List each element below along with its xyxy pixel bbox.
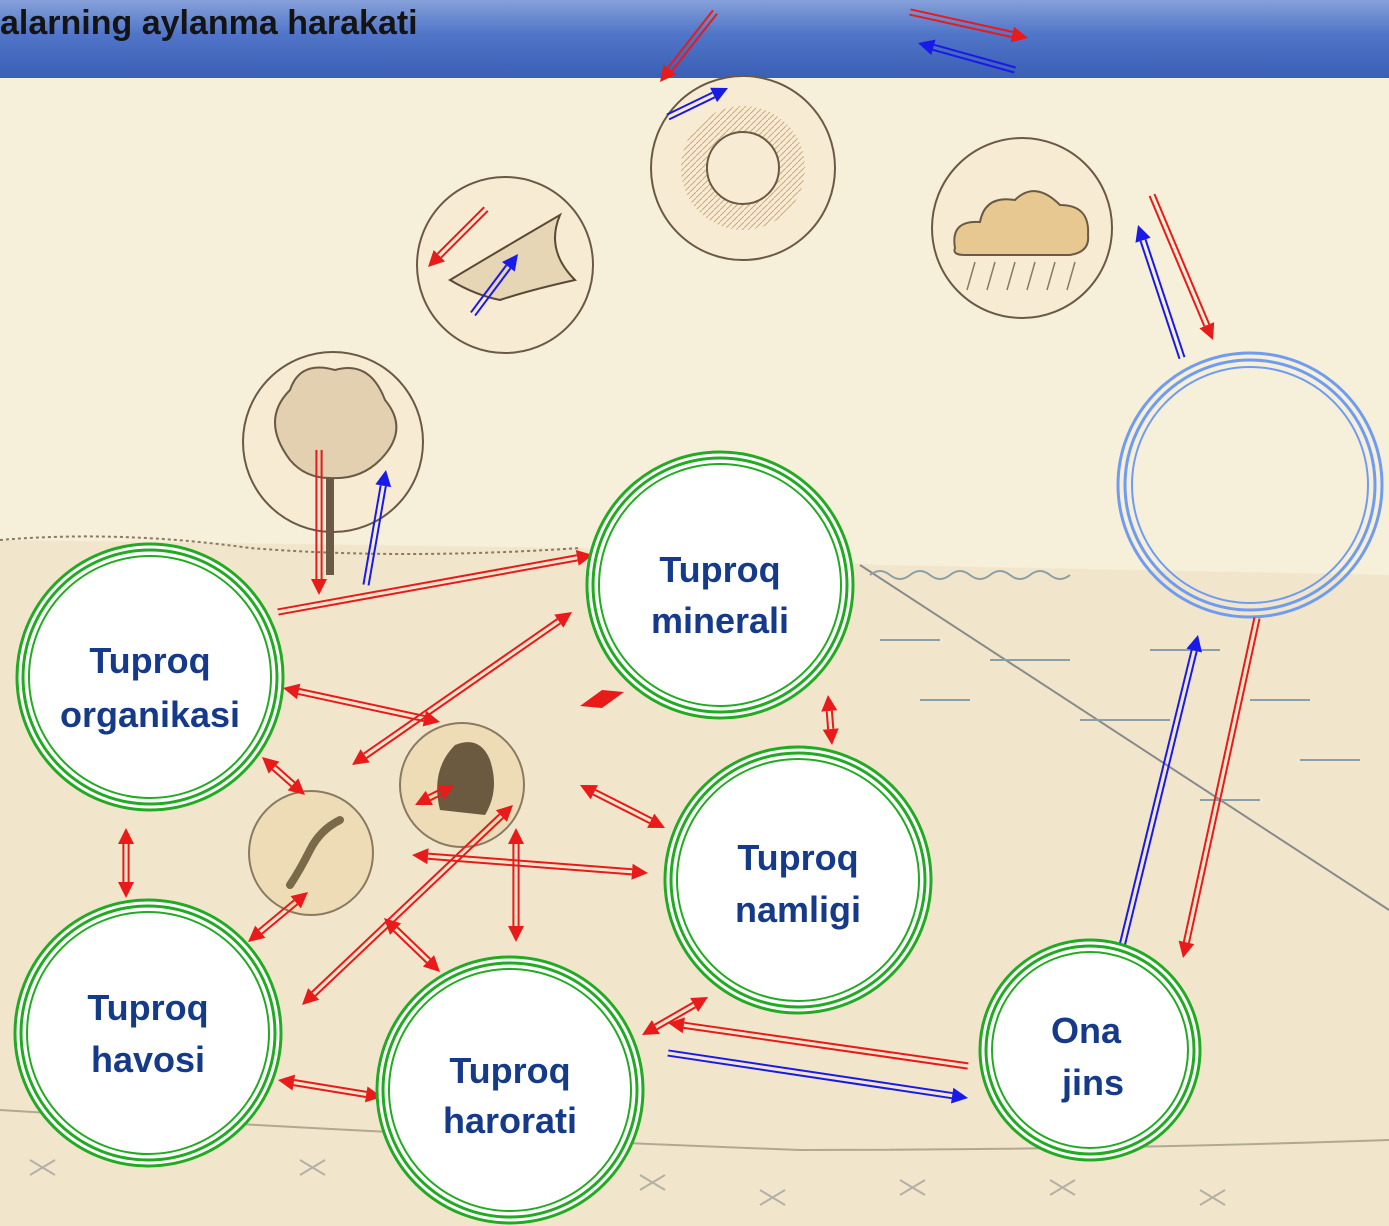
node-air-line1: Tuproq: [87, 987, 208, 1028]
arrow-blue: [933, 45, 1016, 73]
node-organic-line2: organikasi: [60, 694, 240, 735]
node-temperature-line1: Tuproq: [449, 1050, 570, 1091]
node-parent-rock: Ona jins: [980, 940, 1200, 1160]
arrow-head: [1135, 225, 1150, 243]
arrow-red: [668, 10, 717, 71]
node-mineral: Tuproq minerali: [587, 452, 853, 718]
node-mineral-line2: minerali: [651, 600, 789, 641]
node-parent-rock-line2: jins: [1061, 1062, 1124, 1103]
node-organic-line1: Tuproq: [89, 640, 210, 681]
node-moisture: Tuproq namligi: [665, 747, 931, 1013]
node-moisture-line1: Tuproq: [737, 837, 858, 878]
bird-icon: [417, 177, 593, 353]
mole-icon: [400, 723, 524, 847]
sun-icon: [651, 76, 835, 260]
node-parent-rock-line1: Ona: [1051, 1010, 1122, 1051]
arrow-red: [1150, 194, 1210, 326]
node-air-line2: havosi: [91, 1039, 205, 1080]
arrow-head: [918, 40, 936, 55]
arrow-blue: [1141, 239, 1185, 358]
node-temperature: Tuproq harorati: [377, 957, 643, 1223]
worm-icon: [249, 791, 373, 915]
node-organic: Tuproq organikasi: [17, 544, 283, 810]
rain-cloud-icon: [932, 138, 1112, 318]
node-moisture-line2: namligi: [735, 889, 861, 930]
arrow-head: [1199, 322, 1214, 340]
arrow-red: [909, 9, 1012, 37]
node-mineral-line1: Tuproq: [659, 549, 780, 590]
arrow-head: [1011, 27, 1028, 43]
node-air: Tuproq havosi: [15, 900, 281, 1166]
node-temperature-line2: harorati: [443, 1100, 577, 1141]
tree-icon: [243, 352, 423, 575]
